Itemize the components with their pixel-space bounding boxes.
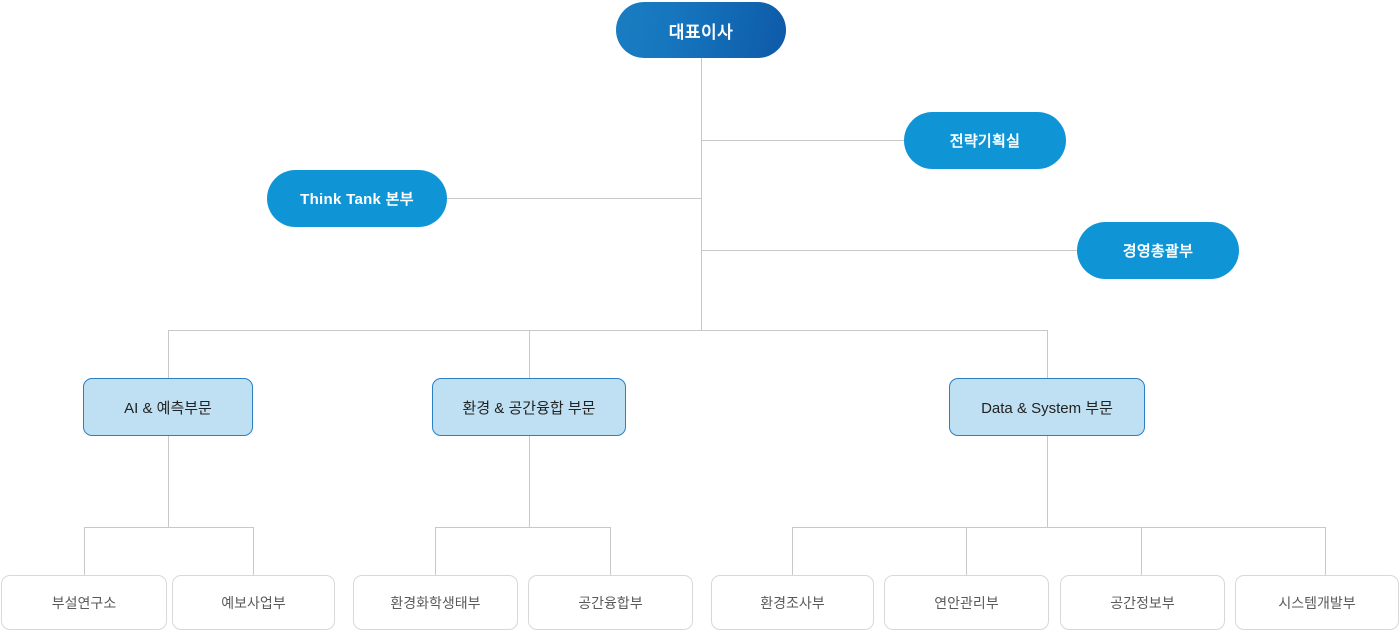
connector-division-bus xyxy=(168,330,1048,331)
node-division-ai-forecast[interactable]: AI & 예측부문 xyxy=(83,378,253,436)
connector-to-management-office xyxy=(701,250,1078,251)
node-management-office[interactable]: 경영총괄부 xyxy=(1077,222,1239,279)
node-ceo[interactable]: 대표이사 xyxy=(616,2,786,58)
connector-drop-dept-4 xyxy=(610,527,611,575)
connector-bus-group-2 xyxy=(435,527,611,528)
node-department-system-development[interactable]: 시스템개발부 xyxy=(1235,575,1399,630)
connector-drop-division-1 xyxy=(168,330,169,378)
connector-to-think-tank xyxy=(447,198,701,199)
connector-drop-dept-7 xyxy=(1141,527,1142,575)
node-department-forecast-business[interactable]: 예보사업부 xyxy=(172,575,335,630)
node-department-research-institute[interactable]: 부설연구소 xyxy=(1,575,167,630)
connector-bus-group-3 xyxy=(792,527,1325,528)
connector-bus-group-1 xyxy=(84,527,253,528)
node-division-data-system[interactable]: Data & System 부문 xyxy=(949,378,1145,436)
node-department-environmental-chemistry-ecology[interactable]: 환경화학생태부 xyxy=(353,575,518,630)
connector-stem-group-3 xyxy=(1047,436,1048,527)
connector-drop-dept-3 xyxy=(435,527,436,575)
node-department-spatial-convergence[interactable]: 공간융합부 xyxy=(528,575,693,630)
connector-drop-dept-5 xyxy=(792,527,793,575)
connector-drop-dept-6 xyxy=(966,527,967,575)
connector-stem-group-1 xyxy=(168,436,169,527)
connector-ceo-spine xyxy=(701,58,702,330)
node-department-spatial-information[interactable]: 공간정보부 xyxy=(1060,575,1225,630)
connector-stem-group-2 xyxy=(529,436,530,527)
connector-drop-dept-2 xyxy=(253,527,254,575)
node-department-environmental-survey[interactable]: 환경조사부 xyxy=(711,575,874,630)
node-think-tank[interactable]: Think Tank 본부 xyxy=(267,170,447,227)
node-division-environment-spatial[interactable]: 환경 & 공간융합 부문 xyxy=(432,378,626,436)
connector-drop-division-2 xyxy=(529,330,530,378)
node-strategy-office[interactable]: 전략기획실 xyxy=(904,112,1066,169)
connector-drop-dept-1 xyxy=(84,527,85,575)
connector-to-strategy-office xyxy=(701,140,905,141)
node-department-coastal-management[interactable]: 연안관리부 xyxy=(884,575,1049,630)
connector-drop-dept-8 xyxy=(1325,527,1326,575)
connector-drop-division-3 xyxy=(1047,330,1048,378)
